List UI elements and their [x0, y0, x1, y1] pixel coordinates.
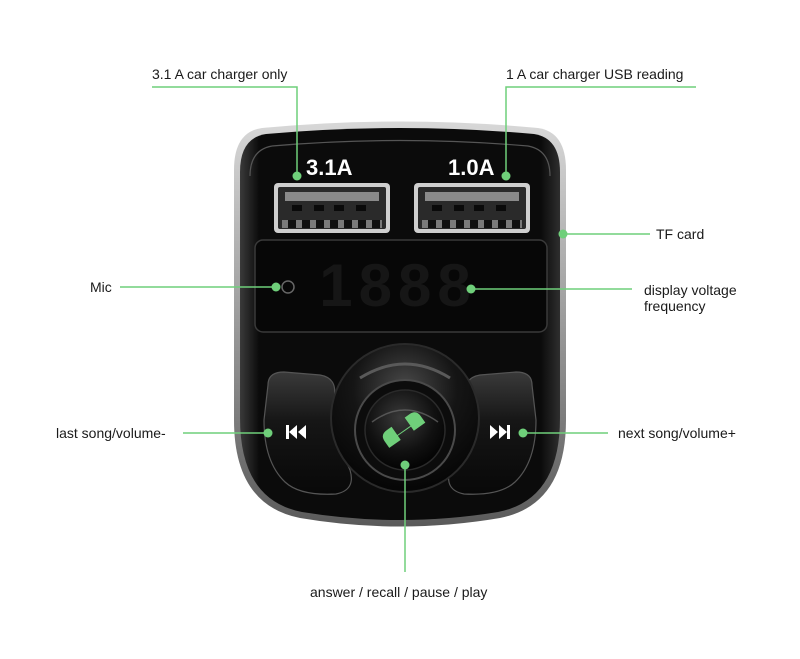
callout-display-label-line1: display voltage [644, 282, 737, 298]
led-display: 1888 [254, 239, 548, 333]
callout-call-label: answer / recall / pause / play [310, 584, 488, 600]
phone-icon [382, 412, 426, 448]
skip-next-icon [490, 425, 510, 439]
skip-previous-icon [286, 425, 306, 439]
prev-button [263, 371, 352, 495]
callout-prev-label: last song/volume- [56, 425, 166, 441]
callout-tf-card-label: TF card [656, 226, 705, 242]
svg-text:1888: 1888 [319, 252, 476, 319]
callout-mic-label: Mic [90, 279, 112, 295]
microphone-hole-icon [281, 280, 295, 294]
usb-port-right [414, 183, 530, 233]
callout-lines [120, 86, 696, 572]
port-right-rating: 1.0A [448, 155, 495, 180]
callout-port-left-label: 3.1 A car charger only [152, 66, 288, 82]
callout-port-right-label: 1 A car charger USB reading [506, 66, 684, 82]
usb-port-left [274, 183, 390, 233]
callout-display-label-line2: frequency [644, 298, 706, 314]
port-left-rating: 3.1A [306, 155, 353, 180]
callout-next-label: next song/volume+ [618, 425, 736, 441]
callout-dots [263, 171, 568, 470]
